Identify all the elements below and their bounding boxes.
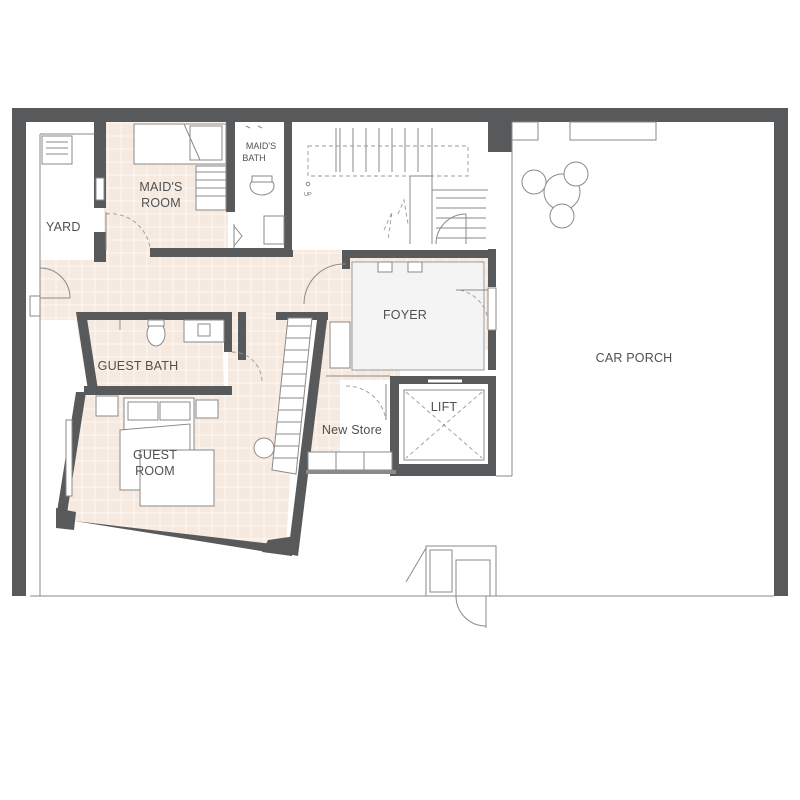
stair-up-marker-icon	[305, 181, 311, 187]
foyer-door-swing	[303, 263, 347, 305]
foyer-bench	[329, 321, 351, 369]
stair-up-label: UP	[304, 192, 312, 198]
porch-chair	[521, 169, 547, 195]
guest-bath	[119, 319, 263, 383]
room-label-maids-room-2: ROOM	[141, 196, 181, 210]
store-shelf	[307, 451, 393, 471]
maids-sink	[263, 215, 285, 245]
room-label-maids-room: MAID'S	[139, 180, 182, 194]
guest-room	[65, 317, 313, 507]
room-label-maids-bath: MAID'S	[246, 141, 276, 151]
yard-door-swing	[39, 267, 71, 299]
foyer-rug	[351, 261, 485, 371]
stair-door-swing	[435, 213, 467, 245]
room-label-car-porch: CAR PORCH	[596, 351, 673, 365]
stairs: UP	[292, 122, 488, 250]
room-labels: YARD MAID'S ROOM MAID'S BATH FOYER GUEST…	[46, 141, 672, 478]
room-label-yard: YARD	[46, 220, 81, 234]
room-label-guest-room: GUEST	[133, 448, 177, 462]
yard	[29, 133, 774, 597]
lift	[403, 379, 485, 461]
room-label-guest-bath: GUEST BATH	[98, 359, 179, 373]
foyer	[303, 261, 497, 369]
yard-unit	[41, 135, 73, 165]
guest-chair	[253, 437, 275, 459]
room-label-maids-bath-2: BATH	[242, 153, 265, 163]
car-porch	[496, 121, 657, 477]
porch-chair	[563, 161, 589, 187]
bottom-entry	[405, 545, 497, 628]
room-label-foyer: FOYER	[383, 308, 427, 322]
maids-door-swing	[105, 213, 151, 249]
bottom-door-swing	[455, 595, 487, 627]
room-label-lift: LIFT	[431, 400, 458, 414]
maids-room	[95, 123, 227, 250]
guest-rug	[139, 449, 215, 507]
walls	[12, 108, 788, 596]
porch-chair	[549, 203, 575, 229]
new-store	[307, 375, 393, 471]
maids-bath	[233, 125, 285, 248]
room-label-new-store: New Store	[322, 423, 382, 437]
room-label-guest-room-2: ROOM	[135, 464, 175, 478]
